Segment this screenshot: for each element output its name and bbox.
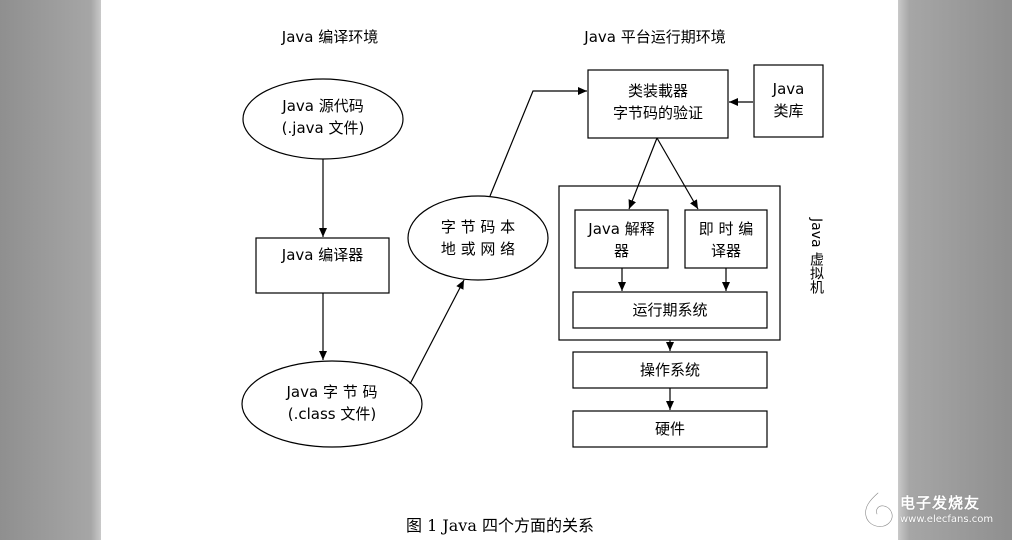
elecfans-logo-icon: [864, 491, 894, 528]
hardware-label: 硬件: [654, 420, 685, 438]
arrow-loader-to-interpreter: [628, 137, 658, 210]
viewer-left-gutter: [0, 0, 101, 540]
bytecode-local-network-label: 字 节 码 本 地 或 网 络: [440, 218, 516, 258]
compiler-label: Java 编译器: [281, 246, 364, 264]
bytecode-local-network-ellipse: [407, 195, 549, 281]
runtime-system-label: 运行期系统: [632, 301, 708, 319]
class-loader-box: [587, 69, 729, 139]
jit-compiler-label: 即 时 编 译器: [698, 220, 754, 260]
runtime-system-box: [572, 291, 768, 329]
class-loader-label: 类装載器 字节码的验证: [612, 82, 703, 122]
java-library-label: Java 类库: [772, 80, 805, 120]
elecfans-watermark: 电子发烧友 www.elecfans.com: [858, 488, 1008, 536]
interpreter-label: Java 解释 器: [588, 220, 655, 260]
figure-caption: 图 1 Java 四个方面的关系: [406, 516, 594, 535]
watermark-text: 电子发烧友: [900, 494, 981, 512]
java-library-box: [753, 64, 824, 138]
os-label: 操作系统: [639, 361, 700, 379]
document-page: [101, 0, 898, 540]
compile-env-heading: Java 编译环境: [281, 28, 379, 46]
arrow-loader-to-jit: [656, 137, 699, 210]
runtime-env-heading: Java 平台运行期环境: [584, 28, 726, 46]
jvm-label: Java 虚拟机: [808, 218, 824, 295]
watermark-url: www.elecfans.com: [900, 514, 994, 525]
arrow-network-to-loader: [489, 87, 587, 197]
bytecode-label: Java 字 节 码 (.class 文件): [286, 383, 378, 423]
viewer-right-gutter: [898, 0, 1012, 540]
hardware-box: [572, 410, 768, 448]
arrow-bytecode-to-network: [409, 279, 465, 385]
bytecode-ellipse: [241, 360, 423, 448]
source-code-label: Java 源代码 (.java 文件): [281, 97, 365, 137]
